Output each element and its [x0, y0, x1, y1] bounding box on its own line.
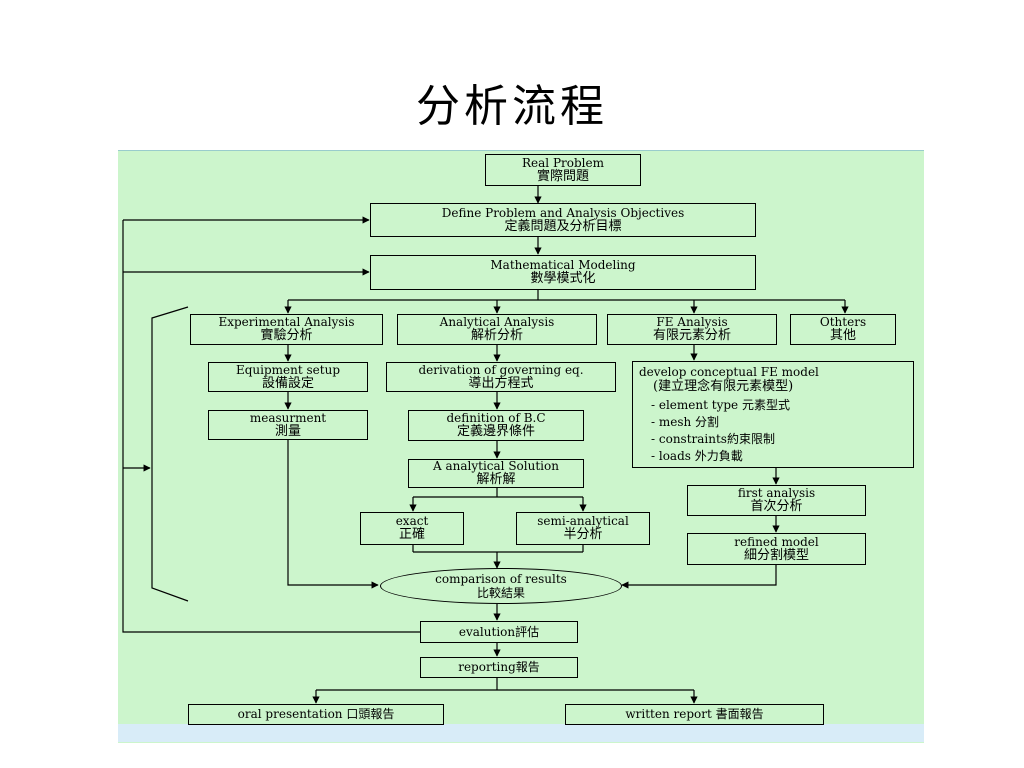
real-problem-zh: 實際問題 [536, 168, 589, 184]
derivation-zh: 導出方程式 [468, 375, 534, 391]
equipment-setup-zh: 設備設定 [261, 375, 314, 391]
comparison-zh: 比較結果 [476, 586, 525, 600]
others-zh: 其他 [829, 328, 856, 343]
conceptual-fe-model-box: develop conceptual FE model (建立理念有限元素模型)… [632, 361, 914, 468]
analytical-analysis-box: Analytical Analysis 解析分析 [397, 314, 597, 345]
first-analysis-en: first analysis [737, 486, 816, 500]
fe-analysis-zh: 有限元素分析 [652, 328, 731, 343]
comparison-ellipse: comparison of results 比較結果 [380, 568, 622, 604]
measurment-en: measurment [249, 410, 327, 425]
others-en: Othters [819, 315, 867, 329]
experimental-analysis-en: Experimental Analysis [218, 315, 355, 329]
conceptual-line1: develop conceptual FE model [639, 365, 819, 379]
conceptual-item-loads: - loads 外力負載 [651, 449, 743, 463]
experimental-analysis-zh: 實驗分析 [260, 328, 313, 343]
refined-model-box: refined model 細分割模型 [687, 533, 866, 565]
reporting-box: reporting報告 [420, 657, 578, 678]
fe-analysis-box: FE Analysis 有限元素分析 [607, 314, 777, 345]
refined-model-zh: 細分割模型 [743, 547, 809, 563]
real-problem-box: Real Problem 實際問題 [485, 154, 641, 186]
exact-zh: 正確 [398, 527, 425, 542]
semi-analytical-box: semi-analytical 半分析 [516, 512, 650, 545]
first-analysis-box: first analysis 首次分析 [687, 485, 866, 516]
definition-bc-box: definition of B.C 定義邊界條件 [408, 410, 584, 441]
definition-bc-en: definition of B.C [446, 411, 546, 425]
equipment-setup-box: Equipment setup 設備設定 [208, 362, 368, 392]
real-problem-en: Real Problem [522, 155, 604, 170]
derivation-en: derivation of governing eq. [418, 362, 584, 377]
exact-en: exact [395, 514, 429, 528]
written-report-label: written report 書面報告 [625, 707, 764, 721]
measurment-box: measurment 測量 [208, 410, 368, 440]
analytical-solution-box: A analytical Solution 解析解 [408, 459, 584, 488]
written-report-box: written report 書面報告 [565, 704, 824, 725]
first-analysis-zh: 首次分析 [750, 499, 803, 514]
others-box: Othters 其他 [790, 314, 896, 345]
analytical-solution-en: A analytical Solution [433, 459, 559, 473]
reporting-label: reporting報告 [458, 660, 540, 674]
derivation-box: derivation of governing eq. 導出方程式 [386, 362, 616, 392]
define-problem-en: Define Problem and Analysis Objectives [441, 205, 685, 220]
oral-presentation-label: oral presentation 口頭報告 [237, 707, 395, 721]
fe-analysis-en: FE Analysis [656, 315, 728, 329]
math-modeling-en: Mathematical Modeling [490, 258, 636, 272]
analytical-analysis-zh: 解析分析 [470, 328, 523, 343]
experimental-analysis-box: Experimental Analysis 實驗分析 [190, 314, 383, 345]
analytical-analysis-en: Analytical Analysis [439, 315, 555, 329]
equipment-setup-en: Equipment setup [235, 362, 341, 377]
conceptual-line2: (建立理念有限元素模型) [653, 379, 794, 394]
define-problem-box: Define Problem and Analysis Objectives 定… [370, 203, 756, 237]
oral-presentation-box: oral presentation 口頭報告 [188, 704, 444, 725]
math-modeling-zh: 數學模式化 [530, 271, 596, 286]
exact-box: exact 正確 [360, 512, 464, 545]
semi-analytical-zh: 半分析 [563, 527, 603, 542]
conceptual-item-constraints: - constraints約束限制 [651, 432, 775, 446]
define-problem-zh: 定義問題及分析目標 [504, 218, 622, 234]
conceptual-item-element-type: - element type 元素型式 [651, 398, 790, 412]
semi-analytical-en: semi-analytical [537, 514, 629, 528]
definition-bc-zh: 定義邊界條件 [456, 424, 535, 439]
evaluation-label: evalution評估 [458, 624, 540, 639]
slide-title: 分析流程 [416, 81, 608, 132]
measurment-zh: 測量 [274, 423, 301, 439]
comparison-en: comparison of results [435, 572, 567, 586]
analytical-solution-zh: 解析解 [476, 472, 516, 487]
math-modeling-box: Mathematical Modeling 數學模式化 [370, 255, 756, 290]
panel-bottom-strip [118, 724, 924, 742]
refined-model-en: refined model [734, 534, 819, 549]
evaluation-box: evalution評估 [420, 621, 578, 643]
conceptual-item-mesh: - mesh 分割 [651, 415, 720, 429]
